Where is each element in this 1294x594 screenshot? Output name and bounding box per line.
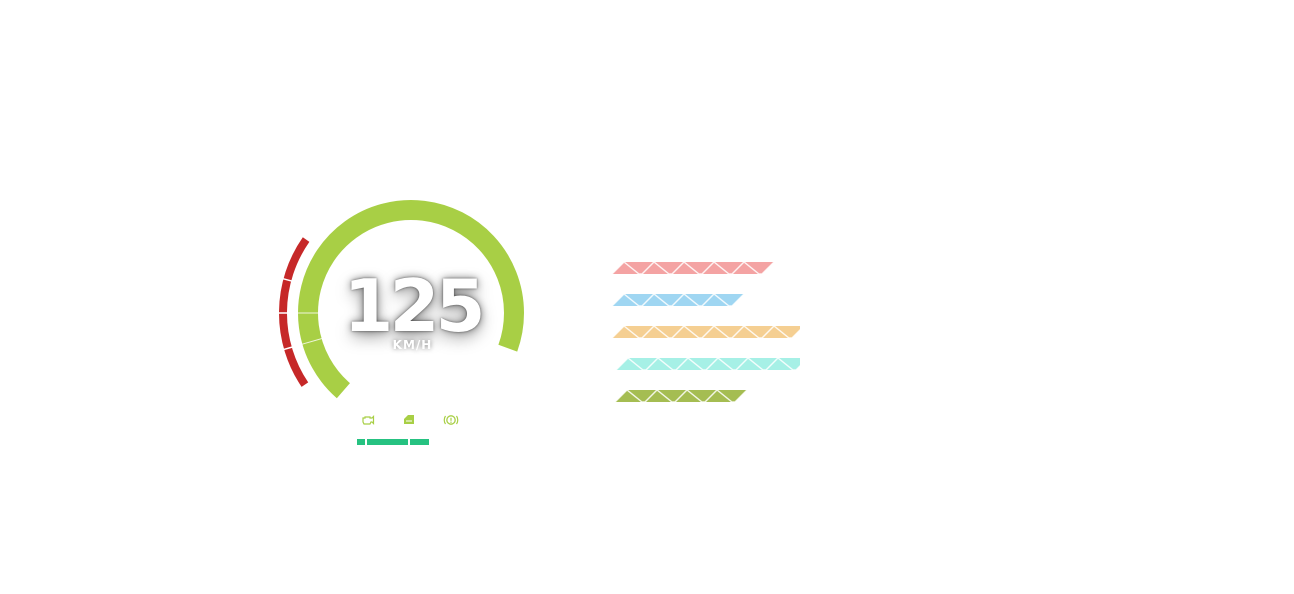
level-bar-5 — [614, 389, 748, 403]
warning-arc-separator — [281, 277, 294, 283]
level-bar-3 — [611, 325, 800, 339]
speedometer-gauge — [277, 200, 524, 445]
gauge-tick — [295, 336, 327, 347]
speed-arc — [298, 200, 524, 399]
gauge-ticks — [291, 312, 327, 347]
level-bar-4 — [615, 357, 800, 371]
warning-arc — [279, 237, 310, 387]
car-door-icon — [404, 415, 414, 424]
speed-readout: 125 — [343, 264, 485, 348]
level-bar-2 — [611, 293, 745, 307]
brake-warning-icon — [443, 415, 459, 425]
warning-arc-separator — [281, 345, 294, 351]
warning-arc-ticks — [277, 277, 294, 351]
engine-icon — [362, 415, 375, 425]
level-bars — [611, 261, 800, 403]
speed-unit-label: KM/H — [392, 338, 433, 352]
level-bar-1 — [611, 261, 775, 275]
status-bar — [357, 439, 429, 445]
